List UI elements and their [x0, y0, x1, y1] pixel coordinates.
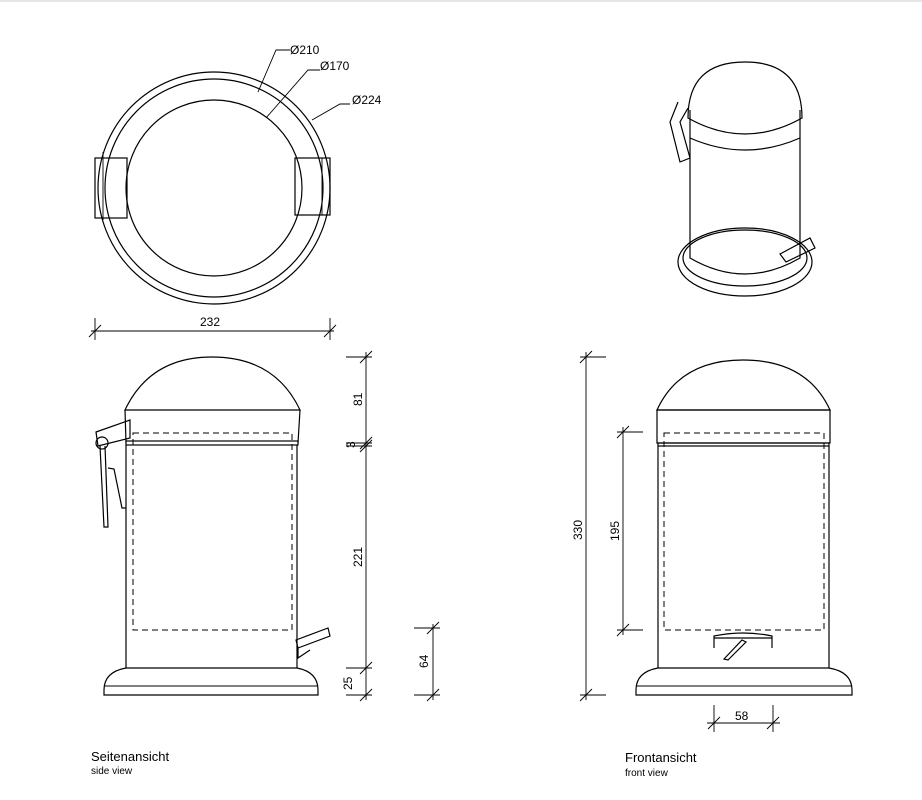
- body-height-221-label: 221: [351, 547, 365, 567]
- side-view-caption-en: side view: [91, 766, 133, 777]
- inner-circle: [125, 99, 303, 277]
- pedal-width-58-label: 58: [735, 709, 749, 723]
- base-height-25-label: 25: [341, 676, 355, 690]
- width-232-label: 232: [200, 315, 220, 329]
- pedal-block: [294, 157, 331, 216]
- lid-height-81-label: 81: [351, 392, 365, 406]
- diameter-224-label: Ø224: [352, 93, 382, 107]
- front-view-caption-en: front view: [625, 768, 669, 779]
- inner-height-195-label: 195: [608, 521, 622, 541]
- diameter-170-label: Ø170: [320, 59, 350, 73]
- front-view-caption: Frontansicht: [625, 750, 697, 765]
- side-view-caption: Seitenansicht: [91, 749, 169, 764]
- side-view: 81 3 221 25 64 Seitenansicht side view: [91, 350, 440, 777]
- diameter-210-label: Ø210: [290, 43, 320, 57]
- pedal-height-64-label: 64: [417, 654, 431, 668]
- gap-3-label: 3: [344, 441, 358, 448]
- front-view: 330 195 58 Frontansicht front view: [571, 350, 853, 779]
- hinge-block: [94, 157, 128, 219]
- total-height-330-label: 330: [571, 520, 585, 540]
- top-view: Ø210 Ø170 Ø224 232: [88, 43, 382, 340]
- perspective-view: [669, 61, 816, 297]
